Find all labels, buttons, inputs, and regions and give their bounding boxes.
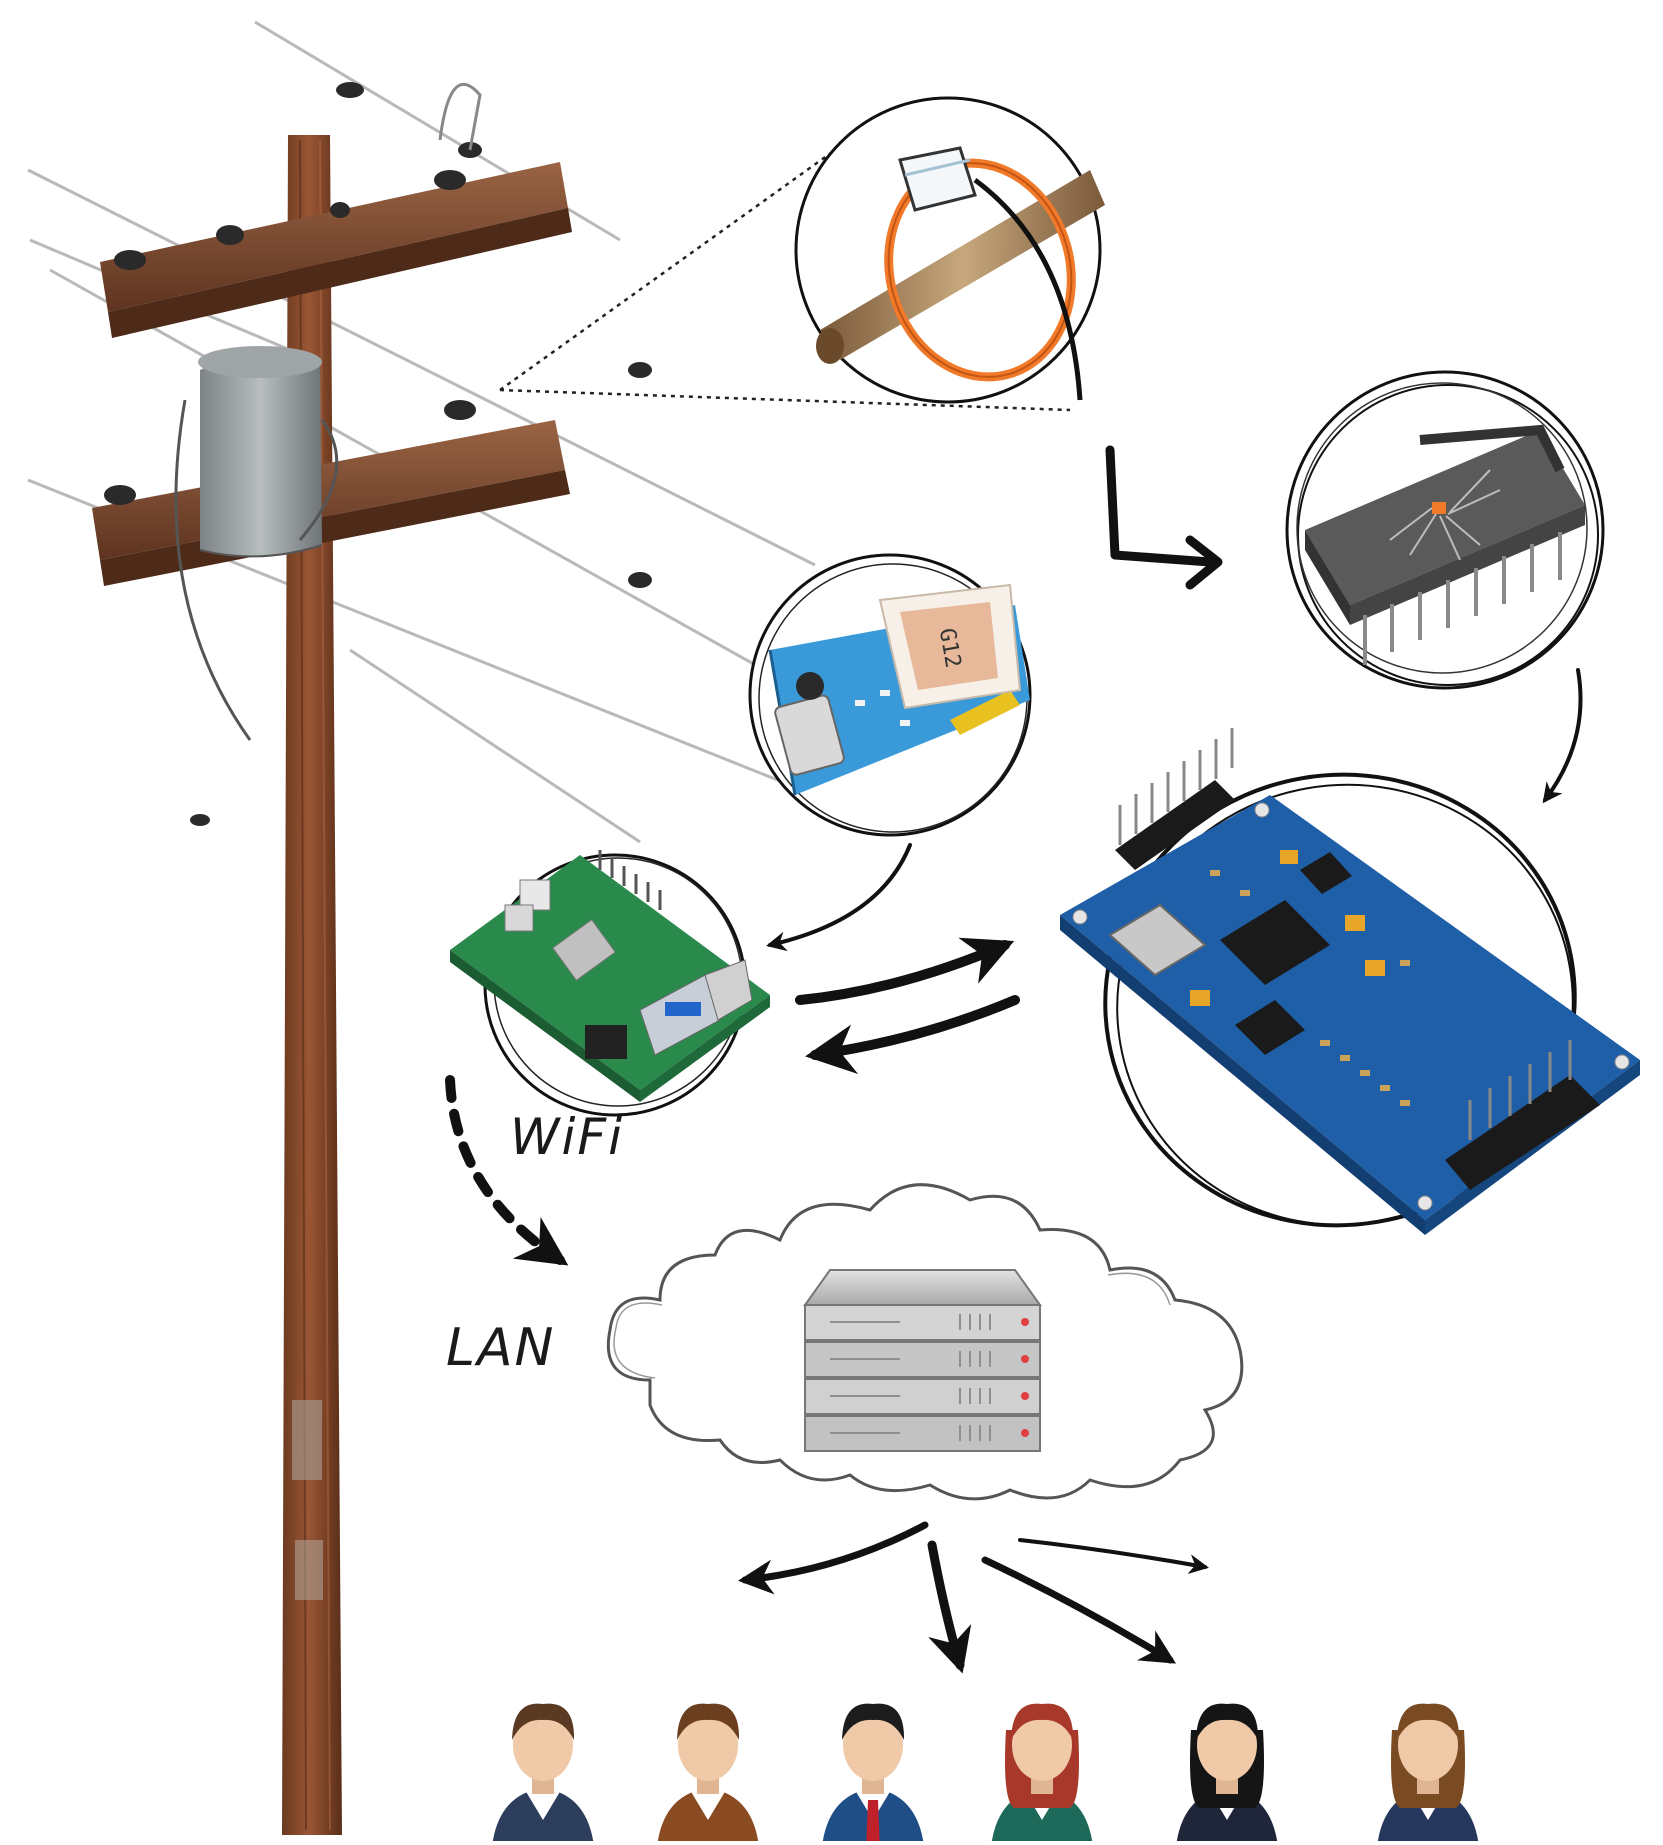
adc-chip-circle	[1285, 370, 1605, 690]
users-group	[492, 1703, 1479, 1845]
current-sensor-circle	[794, 96, 1105, 404]
arrow-board-to-raspberry	[805, 995, 1020, 1075]
sensor-head	[898, 146, 977, 212]
arrow-adc-to-board	[1542, 668, 1583, 804]
microcontroller-board-circle	[1060, 728, 1640, 1235]
user-woman-navy-icon	[1377, 1703, 1479, 1845]
zoom-lines	[499, 148, 1071, 412]
arrow-raspberry-to-board	[795, 937, 1015, 1005]
wifi-label: WiFi	[510, 1108, 624, 1166]
server-rack-icon	[803, 1269, 1042, 1452]
user-woman-dark-icon	[1176, 1703, 1278, 1845]
arrow-cloud-to-user-1	[738, 1521, 929, 1595]
gps-antenna: G12	[878, 583, 1022, 710]
power-cable	[816, 170, 1105, 364]
arrow-cloud-to-user-5	[981, 1556, 1176, 1664]
raspberry-pi-circle	[450, 850, 770, 1117]
arrow-cloud-to-user-3	[927, 1540, 972, 1674]
lan-label: LAN	[446, 1318, 556, 1378]
cloud	[606, 1183, 1244, 1501]
raspberry-pi-board	[450, 850, 770, 1102]
pcb-board	[1060, 728, 1640, 1235]
user-man-brown-icon	[657, 1703, 759, 1845]
gps-module-circle: G12	[748, 553, 1032, 837]
arrow-wifi-dashed	[445, 1075, 569, 1266]
arrow-gps-to-raspberry	[766, 843, 912, 952]
arrow-sensor-to-adc	[1105, 445, 1215, 567]
transformer	[174, 346, 339, 741]
header-pins-top	[1115, 728, 1235, 870]
user-man-blue-tie-icon	[822, 1703, 924, 1845]
power-lines	[27, 20, 816, 844]
upper-crossarm	[100, 162, 572, 338]
user-man-navy-icon	[492, 1703, 594, 1845]
usb-ports	[639, 959, 753, 1056]
ic-chip	[1305, 424, 1585, 665]
arrows	[445, 445, 1583, 1674]
arrow-cloud-to-dashboard	[1018, 1538, 1209, 1575]
user-woman-green-icon	[991, 1703, 1093, 1845]
header-pins-bottom	[1445, 1040, 1600, 1190]
utility-pole	[27, 20, 816, 1835]
insulators	[104, 82, 652, 826]
